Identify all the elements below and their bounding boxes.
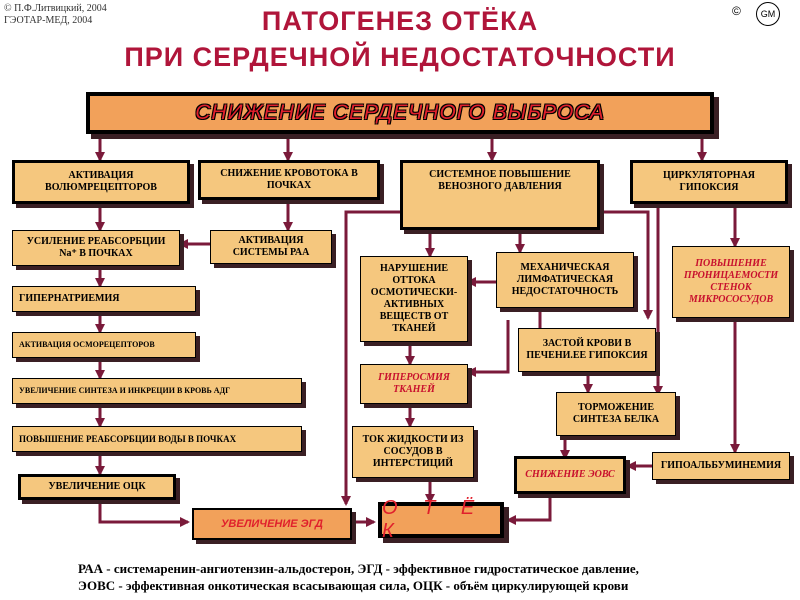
publisher-logo-icon: GM <box>756 2 780 26</box>
raa-activation-box: АКТИВАЦИЯ СИСТЕМЫ РАА <box>210 230 332 264</box>
permeability-increase-box: ПОВЫШЕНИЕ ПРОНИЦАЕМОСТИ СТЕНОК МИКРОСОСУ… <box>672 246 790 318</box>
edema-box: О Т Ё К <box>378 497 504 542</box>
fluid-flow-box: ТОК ЖИДКОСТИ ИЗ СОСУДОВ В ИНТЕРСТИЦИЙ <box>352 426 474 478</box>
circulatory-hypoxia-box: ЦИРКУЛЯТОРНАЯ ГИПОКСИЯ <box>630 160 788 204</box>
volumoreceptor-activation-box: АКТИВАЦИЯ ВОЛЮМРЕЦЕПТОРОВ <box>12 160 190 204</box>
adh-increase-box: УВЕЛИЧЕНИЕ СИНТЕЗА И ИНКРЕЦИИ В КРОВЬ АД… <box>12 378 302 404</box>
copyright-line1: © П.Ф.Литвицкий, 2004 <box>4 3 107 14</box>
hypernatremia-box: ГИПЕРНАТРИЕМИЯ <box>12 286 196 312</box>
copyright-mark: © <box>732 4 741 18</box>
hypoalbuminemia-box: ГИПОАЛЬБУМИНЕМИЯ <box>652 452 790 480</box>
eovs-decrease-box: СНИЖЕНИЕ ЭОВС <box>514 456 626 494</box>
na-reabsorption-box: УСИЛЕНИЕ РЕАБСОРБЦИИ Na⁺ В ПОЧКАХ <box>12 230 180 266</box>
outflow-violation-box: НАРУШЕНИЕ ОТТОКА ОСМОТИЧЕСКИ-АКТИВНЫХ ВЕ… <box>360 256 468 342</box>
lymphatic-insufficiency-box: МЕХАНИЧЕСКАЯ ЛИМФАТИЧЕСКАЯ НЕДОСТАТОЧНОС… <box>496 252 634 308</box>
water-reabsorption-box: ПОВЫШЕНИЕ РЕАБСОРБЦИИ ВОДЫ В ПОЧКАХ <box>12 426 302 452</box>
legend-line1: РАА - системаренин-ангиотензин-альдостер… <box>78 561 639 576</box>
legend-line2: ЭОВС - эффективная онкотическая всасываю… <box>78 578 629 593</box>
tissue-hyperosmia-box: ГИПЕРОСМИЯ ТКАНЕЙ <box>360 364 468 404</box>
renal-flow-decrease-box: СНИЖЕНИЕ КРОВОТОКА В ПОЧКАХ <box>198 160 380 200</box>
title-line2: ПРИ СЕРДЕЧНОЙ НЕДОСТАТОЧНОСТИ <box>124 42 676 72</box>
copyright-line2: ГЭОТАР-МЕД, 2004 <box>4 15 93 26</box>
occ-increase-box: УВЕЛИЧЕНИЕ ОЦК <box>18 474 176 500</box>
venous-pressure-box: СИСТЕМНОЕ ПОВЫШЕНИЕ ВЕНОЗНОГО ДАВЛЕНИЯ <box>400 160 600 230</box>
liver-stasis-box: ЗАСТОЙ КРОВИ В ПЕЧЕНИ.ЕЕ ГИПОКСИЯ <box>518 328 656 372</box>
egd-increase-box: УВЕЛИЧЕНИЕ ЭГД <box>192 508 352 540</box>
abbreviation-legend: РАА - системаренин-ангиотензин-альдостер… <box>78 560 639 594</box>
title-line1: ПАТОГЕНЕЗ ОТЁКА <box>261 6 539 36</box>
cardiac-output-decrease-box: СНИЖЕНИЕ СЕРДЕЧНОГО ВЫБРОСА <box>86 92 714 134</box>
osmoreceptor-activation-box: АКТИВАЦИЯ ОСМОРЕЦЕПТОРОВ <box>12 332 196 358</box>
protein-synthesis-box: ТОРМОЖЕНИЕ СИНТЕЗА БЕЛКА <box>556 392 676 436</box>
copyright-text: © П.Ф.Литвицкий, 2004 ГЭОТАР-МЕД, 2004 <box>4 3 107 27</box>
